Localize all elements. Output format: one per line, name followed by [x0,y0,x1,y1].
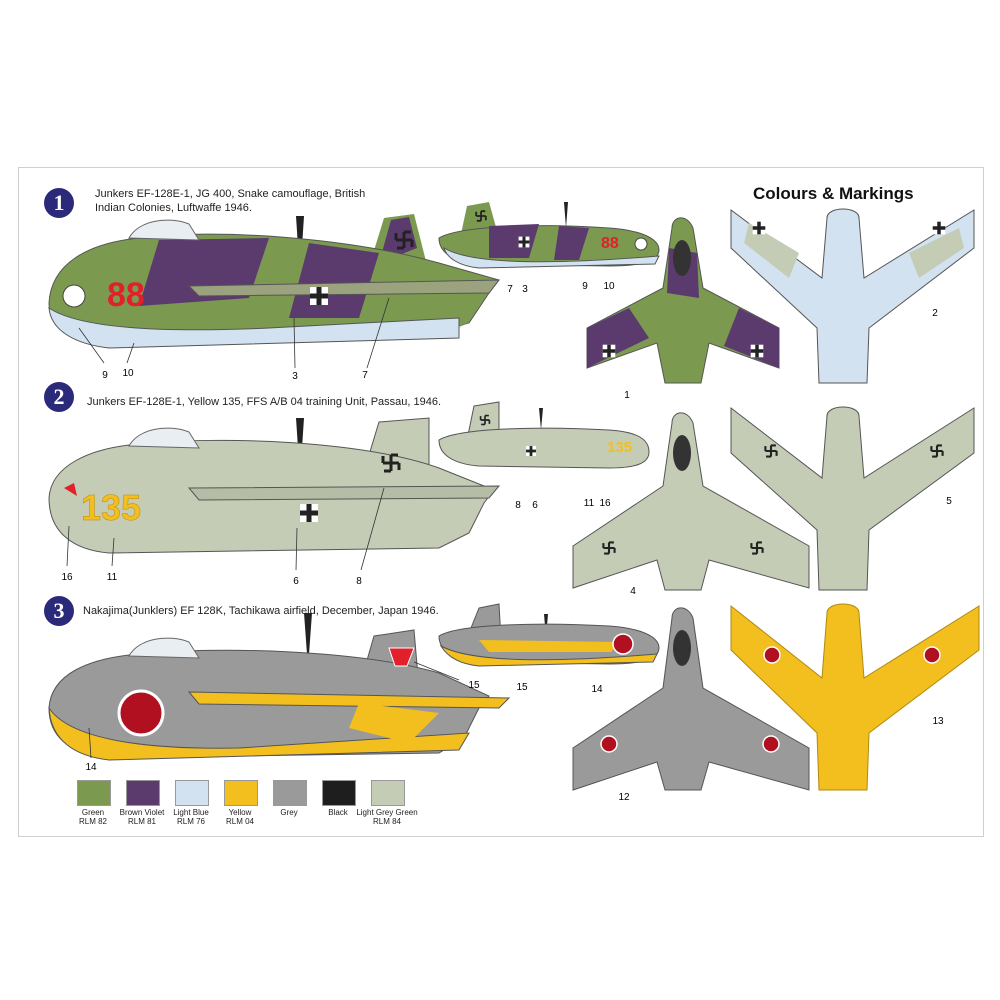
s3-top-callout: 12 [618,792,630,803]
s2-side-small: 135 8 6 11 16 [438,401,650,511]
s1-bottom-callout: 2 [932,308,938,319]
s2-side-large: 135 16 11 6 8 [48,417,501,587]
scheme-1-caption: Junkers EF-128E-1, JG 400, Snake camoufl… [95,187,365,215]
s1-large-callout: 10 [122,368,134,379]
swatch-label: Black [328,808,348,817]
s1-top-view: 1 [586,217,780,401]
sheet-heading: Colours & Markings [753,184,914,203]
s1-nose-code-large: 88 [107,276,145,314]
s2-large-callout: 6 [293,576,299,587]
s1-nose-code-small: 88 [601,235,619,252]
s2-small-callout: 16 [599,498,611,509]
s1-side-large: 88 9 10 3 7 [48,214,501,382]
scheme-3-badge: 3 [44,596,74,626]
s2-top-callout: 4 [630,586,636,597]
swatch-label: Grey [280,808,298,817]
s1-small-callout: 7 [507,284,513,295]
s2-bottom-callout: 5 [946,496,952,507]
swatch-light-grey-green [371,780,405,806]
scheme-1-caption-line2: Indian Colonies, Luftwaffe 1946. [95,202,252,214]
s2-small-callout: 11 [584,498,595,509]
swatch-green [77,780,111,806]
s3-bottom-view: 13 [730,603,980,791]
scheme-2-badge: 2 [44,382,74,412]
swatch-yellow [224,780,258,806]
s1-side-small: 88 7 3 9 10 [438,202,660,295]
swatch-light-blue [175,780,209,806]
scheme-2-caption: Junkers EF-128E-1, Yellow 135, FFS A/B 0… [87,396,442,408]
scheme-1-badge: 1 [44,188,74,218]
swatch-grey [273,780,307,806]
s2-bottom-view: 5 [730,406,975,591]
swatch-brown-violet [126,780,160,806]
s1-large-callout: 7 [362,370,368,381]
profile-sheet: Colours & Markings 1 Junkers EF-128E-1, … [18,167,984,837]
scheme-1-caption-line1: Junkers EF-128E-1, JG 400, Snake camoufl… [95,188,366,200]
s2-large-callout: 11 [107,572,118,583]
s2-small-callout: 6 [532,500,538,511]
s3-top-view: 12 [572,607,810,803]
s1-large-callout: 9 [102,370,108,381]
s1-small-callout: 9 [582,281,588,292]
s3-bottom-callout: 13 [932,716,944,727]
s1-bottom-view: 2 [730,208,975,384]
s3-small-callout: 15 [516,682,528,693]
s2-nose-code-small: 135 [607,439,632,456]
s2-large-callout: 8 [356,576,362,587]
s1-top-callout: 1 [624,390,630,401]
s2-top-view: 4 [572,412,810,597]
s3-large-callout: 14 [85,762,97,773]
s2-small-callout: 8 [515,500,521,511]
s3-side-small: 15 14 [438,603,660,695]
s3-small-callout: 14 [591,684,603,695]
s3-large-callout: 15 [468,680,480,691]
s2-large-callout: 16 [61,572,73,583]
aircraft-profiles: 88 9 10 3 7 88 7 3 9 10 [48,202,980,803]
scheme-3-caption: Nakajima(Junklers) EF 128K, Tachikawa ai… [83,605,439,617]
s1-large-callout: 3 [292,371,298,382]
s1-small-callout: 3 [522,284,528,295]
s1-small-callout: 10 [603,281,615,292]
s2-nose-code-large: 135 [81,487,141,528]
swatch-black [322,780,356,806]
s3-side-large: 14 15 [48,613,511,773]
